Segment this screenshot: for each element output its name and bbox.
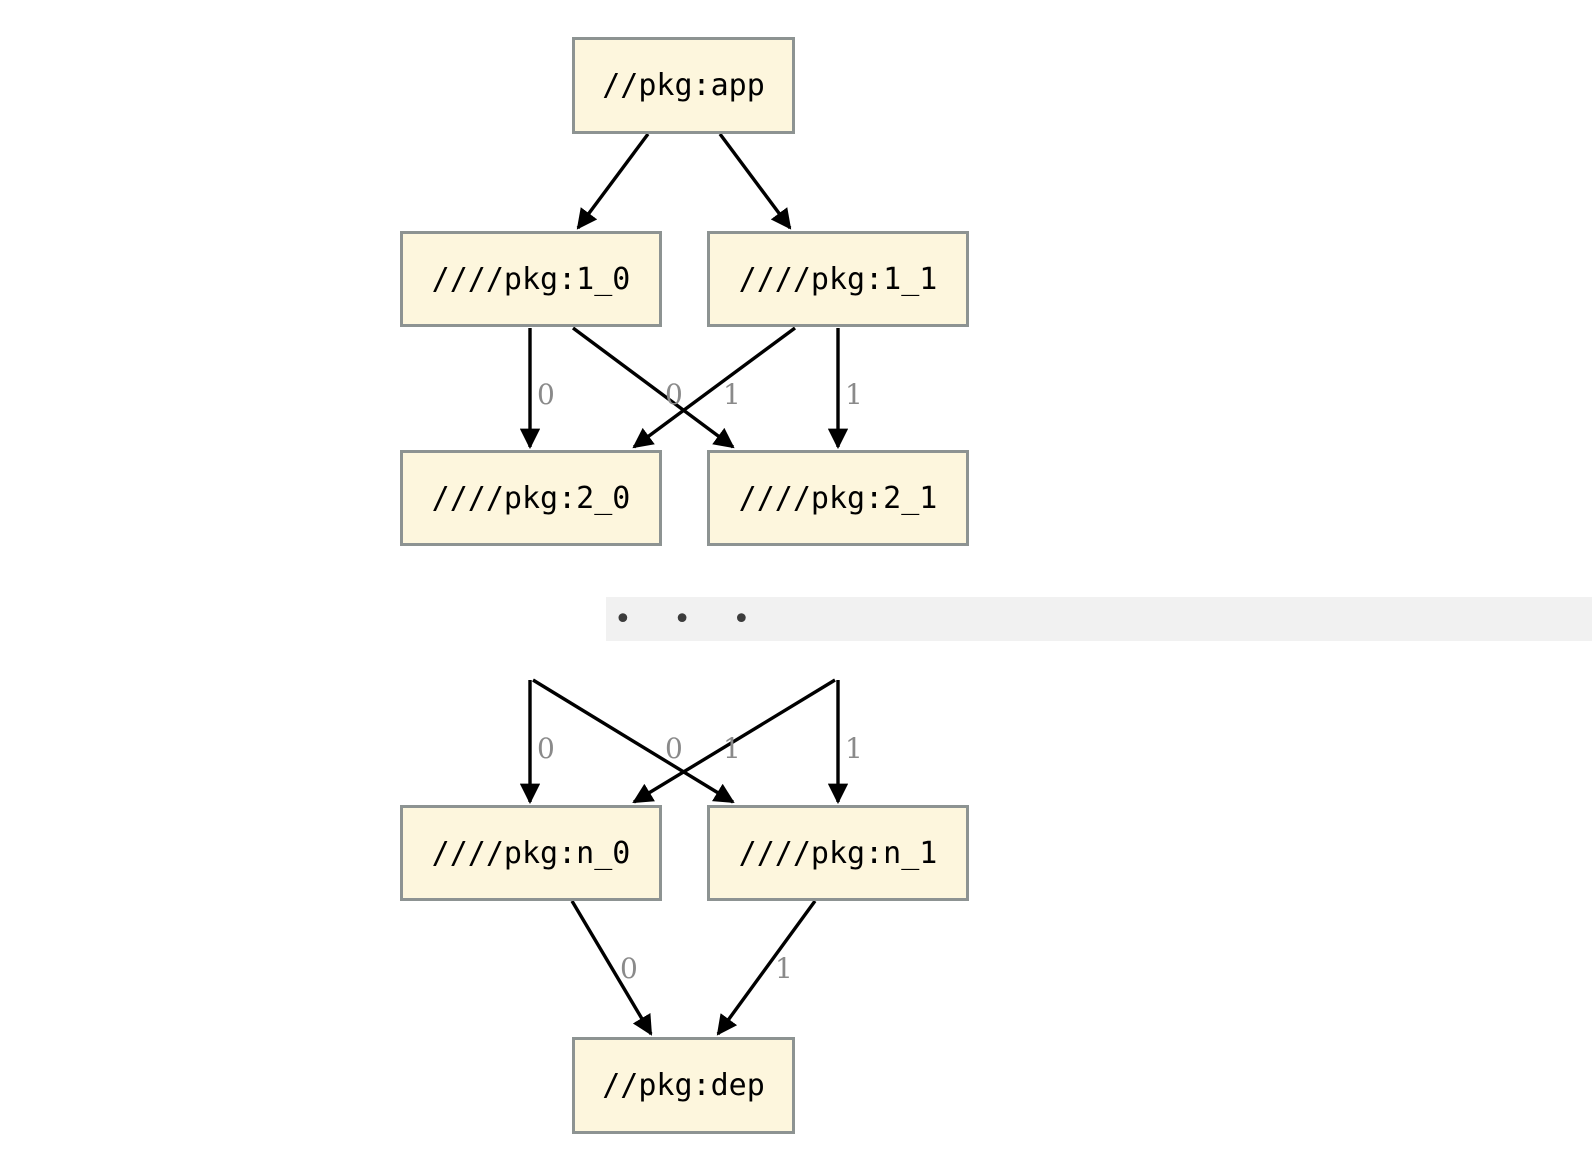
edge-app-to-1_0 <box>576 132 650 230</box>
edge-dangling-to-n_1 <box>532 678 735 804</box>
edge-label: 0 <box>665 732 683 765</box>
edge-label: 0 <box>537 732 555 765</box>
node-label: ////pkg:2_1 <box>738 480 938 516</box>
node-n_1[interactable]: ////pkg:n_1 <box>707 805 969 901</box>
edge-app-to-1_1 <box>718 132 792 230</box>
node-1_1[interactable]: ////pkg:1_1 <box>707 231 969 327</box>
node-n_0[interactable]: ////pkg:n_0 <box>400 805 662 901</box>
node-2_0[interactable]: ////pkg:2_0 <box>400 450 662 546</box>
edges-group <box>519 132 849 1036</box>
node-1_0[interactable]: ////pkg:1_0 <box>400 231 662 327</box>
edge-label: 0 <box>665 378 683 411</box>
node-label: ////pkg:n_0 <box>431 835 631 871</box>
ellipsis-separator-band: • • • <box>606 597 1592 641</box>
node-label: ////pkg:2_0 <box>431 480 631 516</box>
ellipsis-dots: • • • <box>614 602 767 637</box>
node-label: //pkg:dep <box>602 1068 765 1103</box>
edge-dangling-to-n_0 <box>632 678 836 804</box>
node-label: ////pkg:n_1 <box>738 835 938 871</box>
edge-label: 1 <box>775 952 793 985</box>
node-label: ////pkg:1_0 <box>431 261 631 297</box>
edge-label: 1 <box>845 732 863 765</box>
edge-label: 1 <box>723 732 741 765</box>
edge-1_1-to-2_0 <box>632 326 797 449</box>
edge-n_0-to-dep <box>570 900 653 1036</box>
edge-1_0-to-2_1 <box>571 326 735 449</box>
node-dep[interactable]: //pkg:dep <box>572 1037 795 1134</box>
edge-label: 0 <box>620 952 638 985</box>
edge-label: 1 <box>723 378 741 411</box>
node-label: ////pkg:1_1 <box>738 261 938 297</box>
node-label: //pkg:app <box>602 68 765 103</box>
edge-label: 0 <box>537 378 555 411</box>
node-app[interactable]: //pkg:app <box>572 37 795 134</box>
node-2_1[interactable]: ////pkg:2_1 <box>707 450 969 546</box>
edge-n_1-to-dep <box>716 899 817 1036</box>
edge-label: 1 <box>845 378 863 411</box>
